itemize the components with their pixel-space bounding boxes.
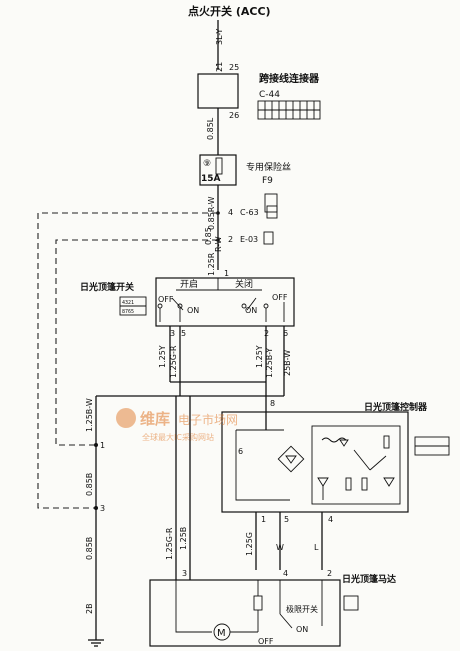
controller-pin-6: 6 <box>238 447 243 456</box>
controller-pin-8: 8 <box>270 399 275 408</box>
dashed-wire-e03 <box>55 239 218 446</box>
svg-text:4321: 4321 <box>122 300 134 306</box>
motor-pin-4: 4 <box>283 569 288 578</box>
switch-pin-5: 5 <box>181 329 186 338</box>
switch-close-off: OFF <box>272 293 288 302</box>
joint-connector-code: C-44 <box>259 90 280 100</box>
wire-label-125r: 1.25R <box>207 252 216 276</box>
wire-label-l: L <box>314 543 319 552</box>
e03-connector-icon <box>263 231 274 245</box>
svg-text:8765: 8765 <box>122 309 134 315</box>
limit-switch-icon <box>279 613 293 629</box>
wire-label-125gr: 1.25G-R <box>169 345 178 378</box>
joint-pin-26: 26 <box>229 111 239 120</box>
title: 点火开关 (ACC) <box>188 4 271 18</box>
wire-label-125y-r: 1.25Y <box>255 345 264 368</box>
wire-label-3l-y: 3L-Y <box>215 29 224 45</box>
sunroof-switch-pinout-icon: 4321 8765 <box>119 296 147 316</box>
wire-label-125y-l: 1.25Y <box>158 345 167 368</box>
switch-close-on: ON <box>245 306 257 315</box>
controller-label: 日光顶篷控制器 <box>364 401 428 413</box>
limit-switch-label: 极限开关 <box>286 604 318 614</box>
wire-label-125g: 1.25G <box>245 532 254 556</box>
motor-pin-3: 3 <box>182 569 187 578</box>
switch-pin-6: 6 <box>283 329 288 338</box>
wire-label-085b-a: 0.85B <box>85 473 94 496</box>
motor-label: 日光顶篷马达 <box>342 573 396 585</box>
limit-switch-off: OFF <box>258 637 274 646</box>
c63-connector-icon <box>266 205 278 219</box>
switch-pin-1: 1 <box>224 269 229 278</box>
e03-code: E-03 <box>240 235 258 244</box>
wire-label-125bw: 1.25B-W <box>85 398 94 432</box>
switch-close-label: 关闭 <box>235 278 253 290</box>
wire-label-w: W <box>276 543 284 552</box>
wire-label-rw: R-W <box>214 236 223 252</box>
wire-label-085l: 0.85L <box>206 117 215 140</box>
switch-open-on: ON <box>187 306 199 315</box>
fuse-code: F9 <box>262 176 273 186</box>
fuse-label: 专用保险丝 <box>246 161 291 173</box>
fuse-number: ⑨ <box>203 159 211 169</box>
motor-connector-icon <box>343 595 359 611</box>
wire-label-25bw: 25B-W <box>283 350 292 376</box>
joint-connector-box <box>197 73 239 109</box>
watermark-slogan: 全球最大IC采购网站 <box>142 432 214 442</box>
wire-label-085rw: 0.85R-W <box>207 196 216 230</box>
watermark: 维库 电子市场网 全球最大IC采购网站 <box>116 408 238 442</box>
fuse-connector-icon <box>264 193 278 213</box>
wire-label-085b-b: 0.85B <box>85 537 94 560</box>
wire-label-125b: 1.25B <box>179 527 188 550</box>
limit-switch-on: ON <box>296 625 308 634</box>
joint-connector-pinout-icon <box>257 100 321 120</box>
c63-code: C-63 <box>240 208 259 217</box>
controller-pin-5: 5 <box>284 515 289 524</box>
motor-pin-2: 2 <box>327 569 332 578</box>
wire-label-125by: 1.25B-Y <box>265 348 274 378</box>
c63-pin: 4 <box>228 208 233 217</box>
control-circuit-block <box>311 425 401 505</box>
joint-pin-25: 25 <box>229 63 239 72</box>
controller-pin-1: 1 <box>261 515 266 524</box>
splice-pin-3: 3 <box>100 504 105 513</box>
switch-open-label: 开启 <box>180 278 198 290</box>
splice-pin-1: 1 <box>100 441 105 450</box>
motor-resistor-icon <box>253 595 263 611</box>
motor-symbol: M <box>217 628 226 639</box>
fuse-rating: 15A <box>201 174 221 184</box>
e03-pin: 2 <box>228 235 233 244</box>
wire-label-21: 21 <box>215 62 224 72</box>
wire-label-085: 0.85 <box>204 227 213 245</box>
switch-open-off: OFF <box>158 295 174 304</box>
diode-bridge-icon <box>277 445 305 473</box>
watermark-brand2: 电子市场网 <box>178 412 238 427</box>
controller-pinout-icon <box>414 436 450 456</box>
ground-icon <box>88 639 104 647</box>
relay-coil-icon <box>321 437 347 443</box>
fuse-icon <box>215 157 223 175</box>
wire-label-2b: 2B <box>85 603 94 614</box>
controller-box <box>221 411 409 513</box>
joint-connector-label: 跨接线连接器 <box>259 72 320 85</box>
switch-pin-3: 3 <box>170 329 175 338</box>
motor-box <box>149 579 341 647</box>
dashed-wire-c63 <box>37 212 218 509</box>
watermark-brand: 维库 <box>140 410 170 428</box>
controller-pin-4: 4 <box>328 515 333 524</box>
sunroof-switch-box <box>155 277 295 327</box>
wire-label-125gr-b: 1.25G-R <box>165 527 174 560</box>
sunroof-switch-label: 日光顶篷开关 <box>80 281 134 293</box>
